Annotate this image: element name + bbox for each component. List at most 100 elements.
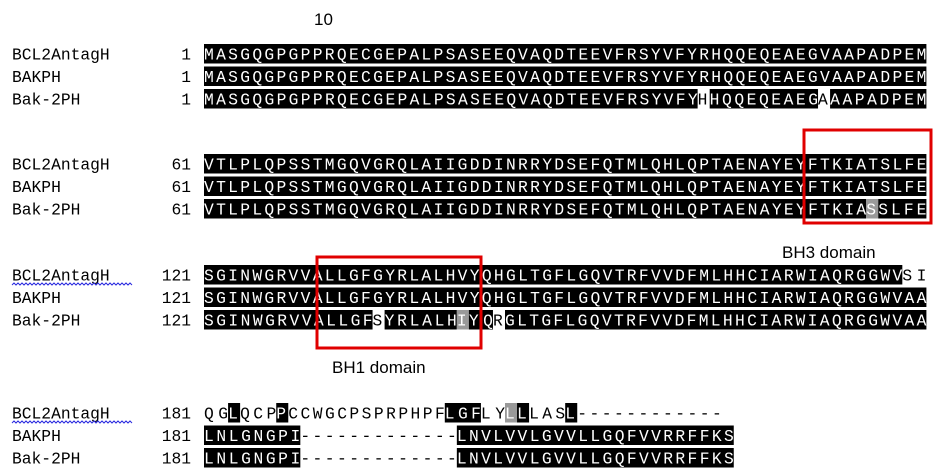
start-position: 61 [171, 178, 191, 197]
shading-block [830, 89, 927, 109]
bh3-domain-box [802, 128, 933, 225]
residue-text: P [276, 405, 286, 424]
residue-text: ------------ [577, 405, 721, 424]
sequence-name: BCL2AntagH [12, 267, 110, 286]
residue-text: SI [902, 267, 926, 286]
residue-segment-black: L [517, 403, 530, 424]
bh1-domain-label: BH1 domain [332, 358, 426, 377]
residue-text: LNVLVVLGVVLLGQFVVRRFFKS [457, 427, 734, 446]
shading-block [866, 199, 879, 219]
residue-text: S [866, 201, 876, 220]
start-position: 61 [171, 201, 191, 220]
residue-segment-black: SGINWGRVVALLGFGYRLALHVYQHGLTGFLGQVTRFVVD… [204, 287, 927, 308]
shading-block [204, 265, 903, 285]
residue-text: QG [204, 405, 228, 424]
residue-segment-black: P [276, 403, 289, 424]
residue-segment-black: LNVLVVLGVVLLGQFVVRRFFKS [456, 425, 734, 446]
start-position: 61 [171, 156, 191, 175]
residue-segment-gray: S [866, 199, 879, 220]
residue-text: S [373, 312, 383, 331]
residue-text: LAS [529, 405, 565, 424]
residue-segment-white: LAS [529, 405, 565, 424]
shading-block [204, 448, 301, 468]
shading-block [204, 66, 927, 86]
residue-segment-gray: L [505, 403, 518, 424]
residue-segment-black: VTLPLQPSSTMGQVGRQLAIIGDDINRRYDSEFQTMLQHL… [204, 199, 866, 220]
sequence-row: Bak-2PH 61 VTLPLQPSSTMGQVGRQLAIIGDDINRRYDS… [12, 199, 927, 220]
residue-segment-black: LNLGNGPI [204, 425, 301, 446]
sequence-name: Bak-2PH [12, 201, 80, 220]
residue-segment-white: ------------ [577, 405, 721, 424]
residue-text: ------------- [300, 427, 457, 446]
shading-block [456, 425, 734, 445]
residue-segment-white: R [493, 312, 503, 331]
residue-segment-black: LNVLVVLGVVLLGQFVVRRFFKS [456, 448, 734, 469]
residue-segment-black: AAPADPEM [830, 89, 927, 110]
residue-segment-black: HQQEQEAEG [709, 89, 819, 110]
residue-text: L [505, 405, 515, 424]
residue-segment-white: S [373, 312, 383, 331]
residue-text: VTLPLQPSSTMGQVGRQLAIIGDDINRRYDSEFQTMLQHL… [204, 201, 866, 220]
shading-block [276, 403, 289, 423]
residue-segment-black: L [228, 403, 241, 424]
shading-block [709, 89, 819, 109]
shading-block [204, 425, 301, 445]
shading-block [204, 287, 927, 307]
residue-text: MASGQGPGPPRQECGEPALPSASEEQVAQDTEEVFRSYVF… [204, 91, 698, 110]
residue-text: QCP [240, 405, 276, 424]
residue-text: H [698, 91, 708, 110]
residue-segment-black: LNLGNGPI [204, 448, 301, 469]
residue-text: L [517, 405, 527, 424]
residue-segment-gray: I [456, 310, 469, 331]
sequence-row: BCL2AntagH 61 VTLPLQPSSTMGQVGRQLAIIGDDINRR… [12, 154, 927, 175]
start-position: 1 [181, 68, 191, 87]
sequence-name: BAKPH [12, 289, 61, 308]
spellcheck-underline [11, 420, 133, 424]
sequence-name: BAKPH [12, 68, 61, 87]
residue-segment-white: ------------- [300, 450, 457, 469]
residue-text: ------------- [300, 450, 457, 469]
sequence-name: BAKPH [12, 178, 61, 197]
residue-segment-black: YRLALH [384, 310, 457, 331]
residue-text: CCWGCPSPRPHPF [288, 405, 445, 424]
residue-text: A [818, 91, 828, 110]
shading-block [444, 403, 481, 423]
residue-segment-black: L [565, 403, 578, 424]
residue-segment-black: VTLPLQPSSTMGQVGRQLAIIGDDINRRYDSEFQTMLQHL… [204, 176, 927, 197]
residue-segment-black: LGF [444, 403, 481, 424]
sequence-name: BCL2AntagH [12, 405, 110, 424]
residue-text: I [457, 312, 467, 331]
sequence-name: Bak-2PH [12, 450, 80, 469]
start-position: 121 [162, 312, 191, 331]
bh1-domain-box [315, 255, 483, 350]
residue-segment-white: SI [902, 267, 926, 286]
residue-segment-white: LY [481, 405, 505, 424]
shading-block [384, 310, 457, 330]
residue-text: HQQEQEAEG [710, 91, 818, 110]
spellcheck-underline [11, 282, 133, 286]
shading-block [456, 448, 734, 468]
residue-text: LGF [445, 405, 481, 424]
shading-block [204, 176, 927, 196]
start-position: 181 [162, 427, 191, 446]
shading-block [204, 89, 698, 109]
residue-text: L [565, 405, 575, 424]
shading-block [517, 403, 530, 423]
sequence-row: Bak-2PH 181 LNLGNGPI-------------LNVLVVLGV… [12, 448, 734, 469]
start-position: 181 [162, 450, 191, 469]
shading-block [204, 44, 927, 64]
shading-block [505, 310, 927, 330]
sequence-name: BCL2AntagH [12, 46, 110, 65]
residue-segment-white: QG [204, 405, 228, 424]
residue-text: GLTGFLGQVTRFVVDFMLHHCIARWIAQRGGWVAA [505, 312, 927, 331]
shading-block [878, 199, 927, 219]
sequence-name: BCL2AntagH [12, 156, 110, 175]
residue-segment-black: VTLPLQPSSTMGQVGRQLAIIGDDINRRYDSEFQTMLQHL… [204, 154, 927, 175]
shading-block [204, 199, 867, 219]
residue-text: LNVLVVLGVVLLGQFVVRRFFKS [457, 450, 734, 469]
sequence-row: BAKPH 61 VTLPLQPSSTMGQVGRQLAIIGDDINRRYDSEF… [12, 176, 927, 197]
